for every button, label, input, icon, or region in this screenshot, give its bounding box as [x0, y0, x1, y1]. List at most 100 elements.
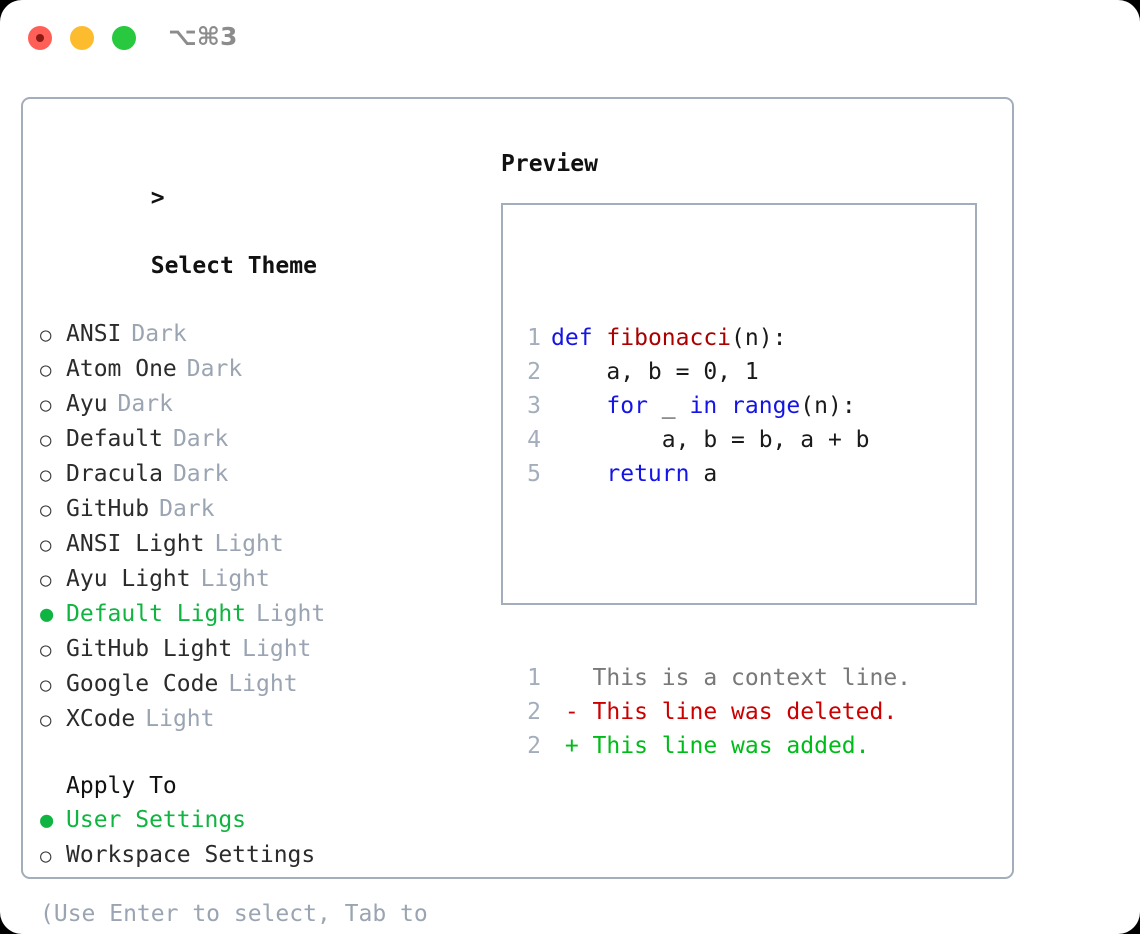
line-number: 2	[527, 733, 541, 759]
apply-to-item-label: Workspace Settings	[66, 842, 316, 868]
code-line: 5 return a	[515, 457, 911, 491]
code-token: in	[689, 393, 718, 419]
code-token: range	[731, 393, 801, 419]
theme-item-label: ANSI	[66, 321, 122, 347]
code-token: (n):	[800, 393, 856, 419]
code-token: _	[647, 393, 690, 419]
theme-list-item[interactable]: ○ ANSI Light Light	[40, 527, 490, 562]
theme-list-item[interactable]: ○ Ayu Dark	[40, 387, 490, 422]
theme-list-item[interactable]: ○ Google Code Light	[40, 667, 490, 702]
theme-item-mode-badge: Dark	[117, 391, 173, 417]
hint-spacer	[40, 873, 490, 897]
line-number: 1	[527, 665, 541, 691]
theme-list-item[interactable]: ○ Default Dark	[40, 422, 490, 457]
diff-line: 2 - This line was deleted.	[515, 695, 911, 729]
theme-item-mode-badge: Light	[214, 531, 284, 557]
theme-item-mode-badge: Dark	[159, 496, 215, 522]
theme-list-item[interactable]: ○ Ayu Light Light	[40, 562, 490, 597]
line-number: 1	[527, 325, 541, 351]
radio-unselected-icon: ○	[40, 709, 52, 731]
apply-to-item-label: User Settings	[66, 807, 247, 833]
code-token: a, b = 0, 1	[551, 359, 759, 385]
code-token	[551, 457, 606, 491]
diff-line-text: - This line was deleted.	[551, 699, 898, 725]
radio-selected-icon: ●	[40, 602, 54, 627]
theme-item-label: Ayu Light	[66, 566, 191, 592]
radio-unselected-icon: ○	[40, 674, 52, 696]
code-token: a	[689, 461, 718, 487]
theme-item-label: GitHub Light	[66, 636, 233, 662]
radio-unselected-icon: ○	[40, 639, 52, 661]
theme-item-label: Default	[66, 426, 163, 452]
theme-item-label: ANSI Light	[66, 531, 205, 557]
theme-item-label: Default Light	[66, 601, 247, 627]
select-theme-title: Select Theme	[150, 253, 317, 279]
radio-unselected-icon: ○	[40, 534, 52, 556]
diff-line: 2 + This line was added.	[515, 729, 911, 763]
theme-item-label: Atom One	[66, 356, 177, 382]
theme-item-mode-badge: Dark	[172, 426, 229, 452]
theme-item-mode-badge: Dark	[186, 356, 243, 382]
preview-title: Preview	[501, 151, 598, 177]
diff-line-text: + This line was added.	[551, 733, 870, 759]
code-token: for	[606, 393, 648, 419]
theme-item-label: GitHub	[66, 496, 150, 522]
select-theme-heading: > Select Theme	[40, 147, 490, 317]
code-line: 2 a, b = 0, 1	[515, 355, 911, 389]
theme-item-label: Google Code	[66, 671, 219, 697]
radio-selected-icon: ●	[40, 808, 54, 833]
keyboard-shortcut-label: ⌥⌘3	[168, 22, 238, 51]
code-blank-line	[515, 559, 911, 593]
code-token	[551, 389, 606, 423]
theme-item-label: Dracula	[66, 461, 163, 487]
traffic-lights	[28, 26, 136, 50]
theme-item-label: Ayu	[66, 391, 108, 417]
code-token: a, b = b, a + b	[551, 427, 870, 453]
theme-item-mode-badge: Light	[145, 706, 215, 732]
code-token: fibonacci	[606, 325, 732, 351]
section-spacer	[40, 737, 490, 769]
radio-unselected-icon: ○	[40, 569, 52, 591]
zoom-button-icon[interactable]	[112, 26, 136, 50]
radio-unselected-icon: ○	[40, 394, 52, 416]
theme-item-mode-badge: Dark	[172, 461, 229, 487]
apply-to-item[interactable]: ○ Workspace Settings	[40, 838, 490, 873]
theme-item-label: XCode	[66, 706, 136, 732]
theme-list-item[interactable]: ○ GitHub Light Light	[40, 632, 490, 667]
prompt-marker-icon: >	[150, 185, 165, 211]
theme-item-mode-badge: Light	[256, 601, 326, 627]
line-number: 2	[527, 699, 541, 725]
theme-item-mode-badge: Light	[228, 671, 298, 697]
minimize-button-icon[interactable]	[70, 26, 94, 50]
code-line: 3 for _ in range(n):	[515, 389, 911, 423]
diff-line: 1 This is a context line.	[515, 661, 911, 695]
theme-list-item[interactable]: ○ XCode Light	[40, 702, 490, 737]
radio-unselected-icon: ○	[40, 429, 52, 451]
diff-lines: 1 This is a context line.2 - This line w…	[515, 661, 911, 763]
apply-to-list: ● User Settings ○ Workspace Settings	[40, 803, 490, 873]
apply-to-item[interactable]: ● User Settings	[40, 803, 490, 838]
apply-to-heading: Apply To	[66, 773, 177, 799]
theme-item-mode-badge: Light	[242, 636, 312, 662]
code-token: def	[551, 325, 593, 351]
radio-unselected-icon: ○	[40, 845, 52, 867]
line-number: 2	[527, 359, 541, 385]
keyboard-hint-text: (Use Enter to select, Tab to change focu…	[40, 901, 428, 927]
theme-list-item[interactable]: ● Default Light Light	[40, 597, 490, 632]
theme-item-mode-badge: Light	[200, 566, 270, 592]
code-line: 4 a, b = b, a + b	[515, 423, 911, 457]
code-token	[717, 389, 731, 423]
close-button-icon[interactable]	[28, 26, 52, 50]
